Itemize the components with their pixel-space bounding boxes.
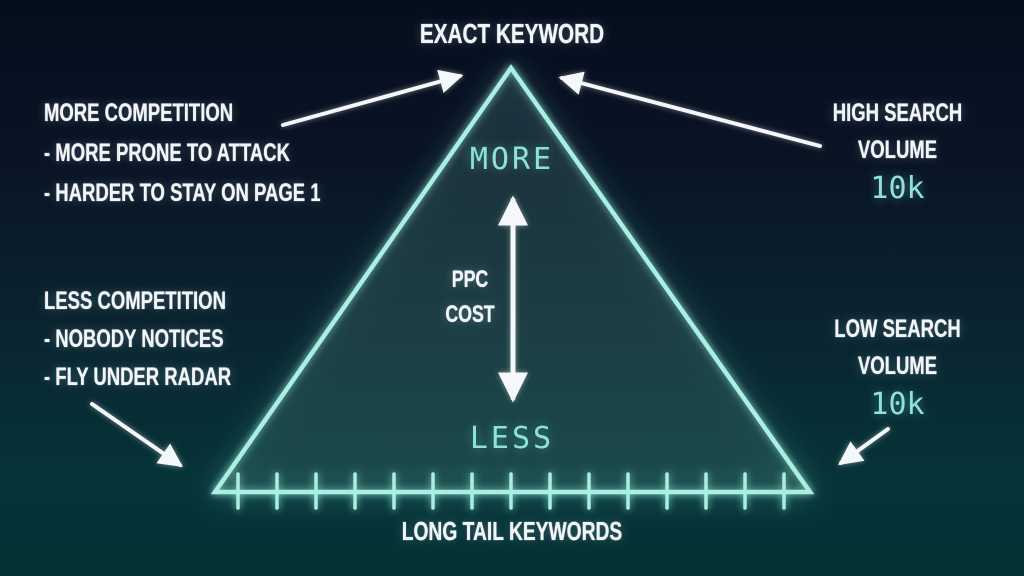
less-competition-block: LESS COMPETITION - NOBODY NOTICES - FLY … [44,282,297,396]
high-search-line1: HIGH SEARCH [832,99,963,127]
base-tick-marks [236,472,786,510]
more-competition-heading: MORE COMPETITION [44,99,234,127]
less-competition-item: - FLY UNDER RADAR [44,363,232,391]
low-search-line2: VOLUME [857,352,938,380]
ppc-cost-label-block: PPC COST [420,262,520,332]
ppc-label-line1: PPC [451,266,489,293]
ppc-axis-less-label: LESS [469,421,555,456]
arrow-more-competition-to-apex-icon [281,69,464,127]
arrow-low-volume-to-base-icon [838,427,890,466]
high-search-volume-block: HIGH SEARCH VOLUME 10k [795,95,1000,209]
ppc-label-line2: COST [445,301,495,328]
long-tail-keywords-label: LONG TAIL KEYWORDS [401,516,623,546]
more-competition-block: MORE COMPETITION - MORE PRONE TO ATTACK … [44,93,418,213]
low-search-volume-value: 10k [870,387,925,422]
high-search-line2: VOLUME [857,136,938,164]
less-competition-heading: LESS COMPETITION [44,287,226,315]
less-competition-item: - NOBODY NOTICES [44,325,224,353]
high-search-volume-value: 10k [870,171,925,206]
more-competition-item: - HARDER TO STAY ON PAGE 1 [44,179,321,207]
more-competition-item: - MORE PRONE TO ATTACK [44,139,290,167]
arrow-less-competition-to-base-icon [90,402,183,468]
arrow-high-volume-to-apex-icon [558,71,822,148]
low-search-line1: LOW SEARCH [834,315,961,343]
low-search-volume-block: LOW SEARCH VOLUME 10k [795,311,1000,425]
exact-keyword-title: EXACT KEYWORD [419,18,605,49]
ppc-axis-more-label: MORE [469,142,555,177]
annotation-arrows [90,69,890,468]
